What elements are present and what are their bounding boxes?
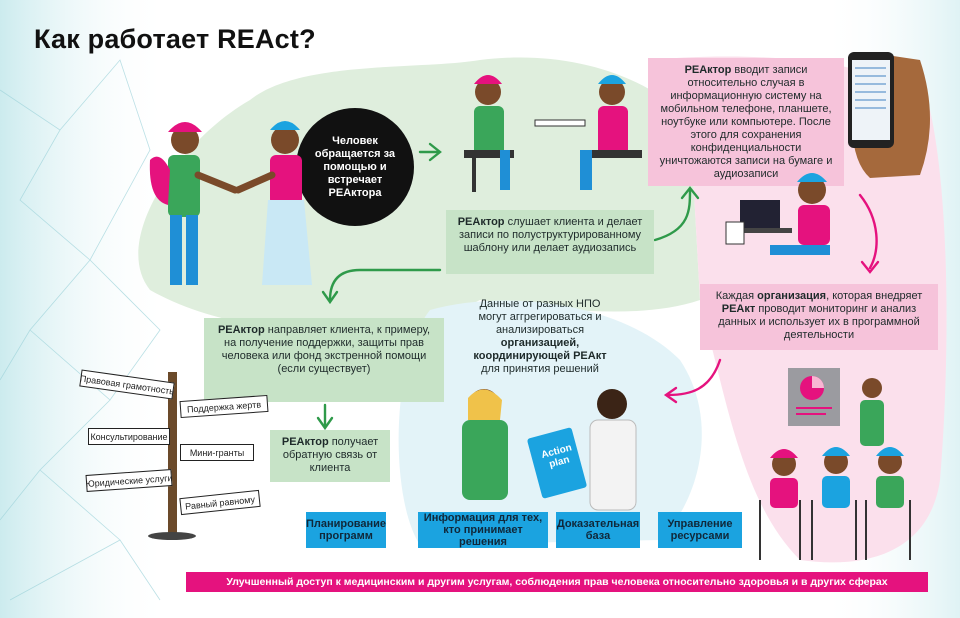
page-title: Как работает REAct?: [34, 24, 316, 54]
use-evidence-base: Доказательная база: [556, 512, 640, 548]
step-feedback-box: РЕАктор получает обратную связь от клиен…: [270, 430, 390, 482]
step-meet-text: Человек обращается за помощью и встречае…: [314, 134, 396, 199]
outcome-banner: Улучшенный доступ к медицинским и другим…: [186, 572, 928, 592]
use-program-planning: Планирование программ: [306, 512, 386, 548]
step-refer-box: РЕАктор направляет клиента, к примеру, н…: [204, 318, 444, 402]
sign-counselling: Консультирование: [88, 428, 170, 445]
step-listen-box: РЕАктор слушает клиента и делает записи …: [446, 210, 654, 274]
use-decision-info: Информация для тех, кто принимает решени…: [418, 512, 548, 548]
step-monitor-box: Каждая организация, которая внедряет РЕА…: [700, 284, 938, 350]
step-meet-circle: Человек обращается за помощью и встречае…: [296, 108, 414, 226]
step-enter-box: РЕАктор вводит записи относительно случа…: [648, 58, 844, 186]
step-aggregate-text: Данные от разных НПО могут аггрегировать…: [473, 298, 607, 375]
use-resource-management: Управление ресурсами: [658, 512, 742, 548]
sign-mini-grants: Мини-гранты: [180, 444, 254, 461]
